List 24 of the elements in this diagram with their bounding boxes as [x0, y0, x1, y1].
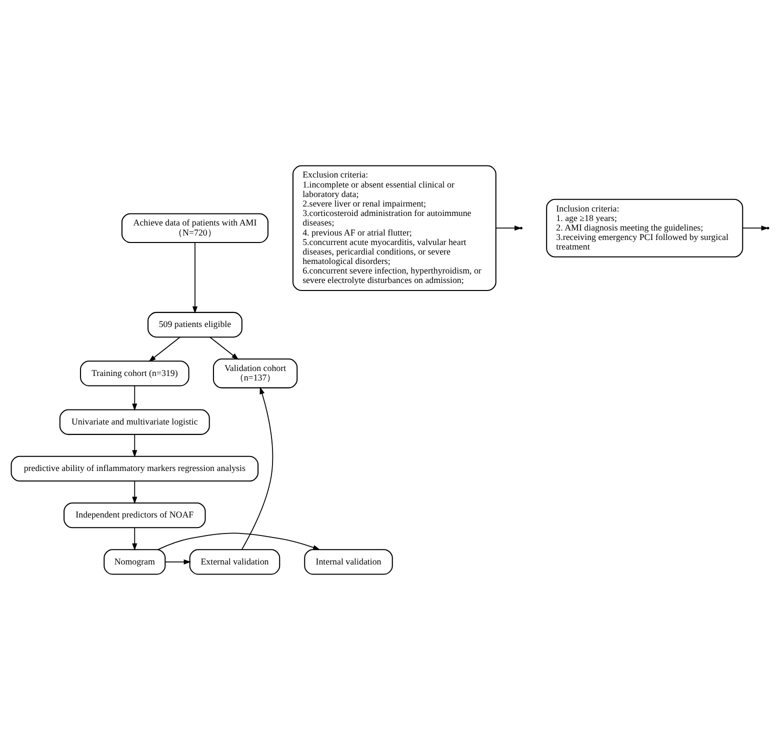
arrow [132, 480, 138, 504]
node-box: Internal validation [304, 549, 393, 575]
arrow [209, 336, 239, 360]
node-box: Nomogram [104, 549, 166, 575]
node-box: 509 patients eligible [148, 312, 242, 338]
node-box: External validation [189, 549, 280, 575]
node-box: Training cohort (n=319) [80, 360, 190, 386]
node-box: Exclusion criteria: 1.incomplete or absent essential clinical or laboratory data; 2.severe liver or renal impairment; 3.corticosteroid administration for autoimmune diseases; 4. previous AF or atrial flutter; 5.concurrent acute myocarditis, valvular heart diseases, pericardial conditions, or severe hematological disorders; 6.concurrent severe infection, hyperthyroidism, or severe electrolyte disturbances on admission; [292, 165, 496, 291]
arrow [241, 386, 274, 550]
node-box: Inclusion criteria: 1. age ≥18 years; 2. AMI diagnosis meeting the guidelines; 3.receiving emergency PCI followed by surgical treatment [546, 198, 744, 258]
arrow [192, 242, 198, 314]
arrow [496, 226, 522, 231]
node-box: Independent predictors of NOAF [64, 502, 206, 528]
arrow [742, 226, 769, 231]
arrow [164, 559, 192, 564]
arrow [158, 532, 320, 550]
arrow [132, 385, 138, 411]
arrow [132, 434, 138, 458]
arrow [132, 527, 138, 551]
node-box: Univariate and multivariate logistic [59, 409, 210, 435]
node-box: Validation cohort （n=137） [212, 358, 298, 388]
node-box: Achieve data of patients with AMI （N=720） [121, 213, 268, 244]
node-box: predictive ability of inflammatory markers regression analysis [10, 456, 259, 482]
arrow [148, 336, 180, 362]
